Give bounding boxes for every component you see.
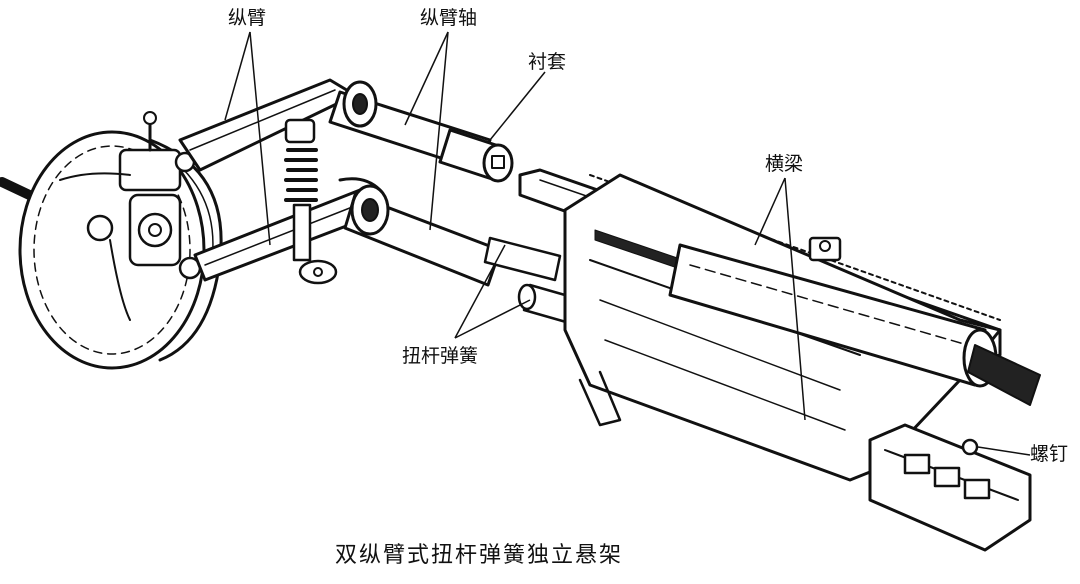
shock-absorber bbox=[284, 118, 338, 285]
steering-knuckle bbox=[59, 111, 202, 321]
upper-trailing-arm bbox=[178, 78, 357, 172]
label-trailing-arm-shaft: 纵臂轴 bbox=[420, 7, 477, 29]
label-bolt: 螺钉 bbox=[1030, 443, 1068, 465]
crossbeam bbox=[518, 168, 1041, 552]
leader-lines bbox=[224, 31, 1031, 456]
label-trailing-arm: 纵臂 bbox=[228, 7, 266, 29]
label-bushing: 衬套 bbox=[528, 51, 566, 73]
label-torsion-bar-spring: 扭杆弹簧 bbox=[402, 345, 478, 367]
label-crossbeam: 横梁 bbox=[765, 153, 803, 175]
diagram-caption: 双纵臂式扭杆弹簧独立悬架 bbox=[335, 543, 623, 568]
upper-arm-shaft bbox=[328, 80, 514, 183]
brake-drum bbox=[0, 111, 223, 370]
lower-arm-shaft bbox=[338, 177, 502, 287]
